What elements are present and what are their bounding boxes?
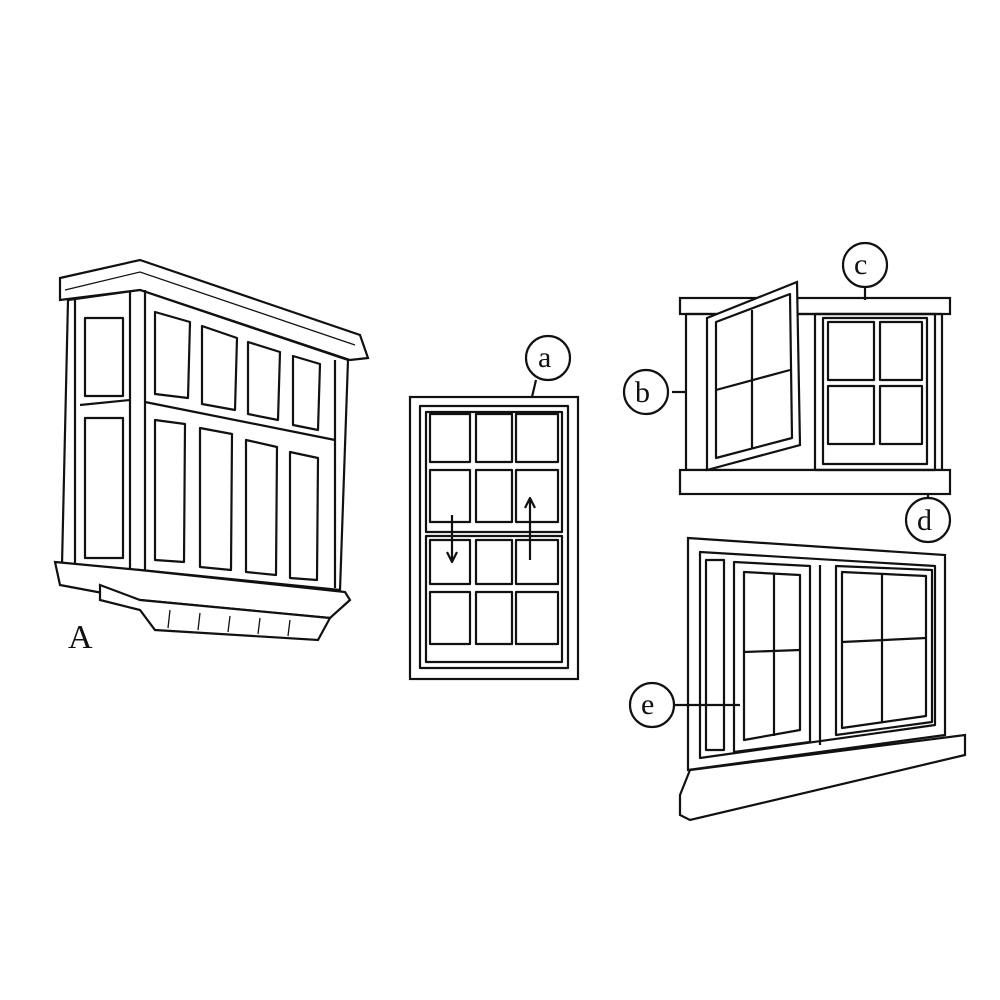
callout-e: e bbox=[641, 688, 654, 721]
fixed-window-drawing: e bbox=[628, 536, 967, 822]
oriel-window-drawing: A bbox=[53, 258, 370, 656]
figure-label-A: A bbox=[68, 619, 93, 656]
callout-d: d bbox=[917, 504, 932, 537]
callout-c: c bbox=[854, 248, 867, 281]
callout-a: a bbox=[538, 341, 551, 374]
oriel-lattice-panes bbox=[83, 310, 322, 582]
callout-b: b bbox=[635, 376, 650, 409]
sash-window-drawing: a bbox=[408, 334, 580, 681]
casement-window-drawing: b c d bbox=[622, 241, 952, 544]
down-arrow-icon bbox=[446, 515, 458, 564]
up-arrow-icon bbox=[524, 496, 536, 560]
